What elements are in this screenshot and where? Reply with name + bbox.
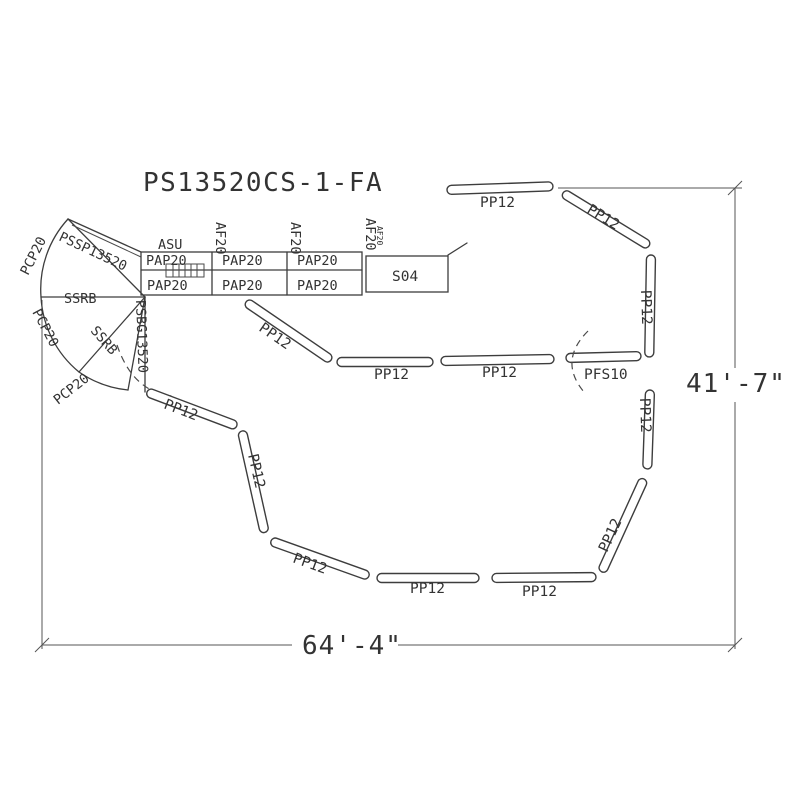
bench-symbol bbox=[165, 263, 205, 278]
label-pap20-r2c2: PAP20 bbox=[222, 278, 263, 294]
label-af20-3: AF20 bbox=[362, 218, 378, 251]
segment-pp12-right-lower bbox=[642, 389, 656, 470]
label-af20-1: AF20 bbox=[212, 222, 228, 255]
label-pp12-top-right: PP12 bbox=[584, 202, 622, 234]
label-pap20-r1c3: PAP20 bbox=[297, 253, 338, 269]
band-corner-flag bbox=[447, 242, 468, 256]
segment-pp12-middle-1 bbox=[336, 356, 434, 368]
segment-pp12-left-diagonal bbox=[146, 388, 238, 430]
label-pp12-right-upper: PP12 bbox=[637, 290, 654, 325]
segment-pp12-bottom-middle bbox=[376, 572, 480, 584]
segment-pp12-bottom-diagonal bbox=[270, 537, 370, 580]
label-pp12-top: PP12 bbox=[480, 195, 515, 211]
label-pap20-r2c3: PAP20 bbox=[297, 278, 338, 294]
segment-pp12-right-upper bbox=[644, 254, 657, 358]
s04-box bbox=[365, 255, 449, 293]
label-pcp20-3: PCP20 bbox=[51, 371, 93, 409]
label-pssp13520: PSSP13520 bbox=[56, 229, 129, 274]
segment-pp12-middle-2 bbox=[440, 353, 555, 367]
label-pp12-left-lower: PP12 bbox=[244, 452, 267, 490]
segment-pp12-right-diagonal bbox=[598, 477, 648, 573]
fan-top-edge-outer bbox=[67, 218, 142, 253]
drawing-title: PS13520CS-1-FA bbox=[143, 168, 383, 198]
fan-spoke-3 bbox=[78, 296, 146, 373]
segment-pp12-top-right bbox=[561, 190, 651, 249]
label-pp12-middle-1: PP12 bbox=[374, 367, 409, 383]
fan-top-edge-inner bbox=[71, 224, 142, 258]
dashed-arc-pfs10 bbox=[571, 330, 589, 393]
label-pap20-r1c1: PAP20 bbox=[146, 253, 187, 269]
deck-band-outline bbox=[140, 251, 363, 296]
fan-spoke-1 bbox=[67, 218, 146, 298]
label-pap20-r2c1: PAP20 bbox=[147, 278, 188, 294]
deck-band bbox=[140, 242, 468, 296]
label-s04: S04 bbox=[392, 269, 418, 285]
label-pcp20-1: PCP20 bbox=[17, 234, 50, 277]
label-af20-2: AF20 bbox=[287, 222, 303, 255]
label-pcp20-2: PCP20 bbox=[28, 306, 61, 349]
label-pap20-r1c2: PAP20 bbox=[222, 253, 263, 269]
label-pfs10: PFS10 bbox=[584, 367, 628, 383]
label-pp12-right-lower: PP12 bbox=[636, 398, 653, 433]
label-pp12-bottom-middle: PP12 bbox=[410, 581, 445, 597]
border-segments bbox=[146, 181, 657, 584]
segment-pp12-middle-diagonal bbox=[244, 299, 333, 363]
label-ssrb-1: SSRB bbox=[64, 291, 97, 307]
segment-pp12-left-lower bbox=[237, 430, 269, 534]
dim-tick-top-right bbox=[727, 180, 743, 196]
fan-outer-arc bbox=[40, 218, 129, 391]
segment-pfs10 bbox=[565, 350, 642, 364]
labels: PS13520CS-1-FA 64'-4" 41'-7" PP12 PP12 P… bbox=[17, 168, 786, 661]
dim-tick-bottom-left bbox=[34, 637, 50, 653]
dim-tick-bottom-right bbox=[727, 637, 743, 653]
label-psbg13520: PSBG13520 bbox=[132, 300, 151, 374]
label-pp12-bottom-right: PP12 bbox=[522, 584, 557, 600]
label-ssrb-2: SSRB bbox=[87, 323, 120, 358]
label-af20-3-small: AF20 bbox=[375, 226, 384, 245]
dimension-lines bbox=[34, 180, 743, 653]
fan-assembly bbox=[40, 218, 173, 397]
dim-width-label: 64'-4" bbox=[302, 631, 402, 661]
fan-spoke-4 bbox=[127, 296, 146, 391]
label-pp12-left-diagonal: PP12 bbox=[162, 397, 200, 424]
segment-pp12-bottom-right bbox=[491, 571, 597, 584]
segment-pp12-top bbox=[446, 181, 554, 196]
label-asu: ASU bbox=[158, 237, 182, 253]
dim-height-label: 41'-7" bbox=[686, 369, 786, 399]
label-pp12-middle-2: PP12 bbox=[482, 365, 517, 381]
